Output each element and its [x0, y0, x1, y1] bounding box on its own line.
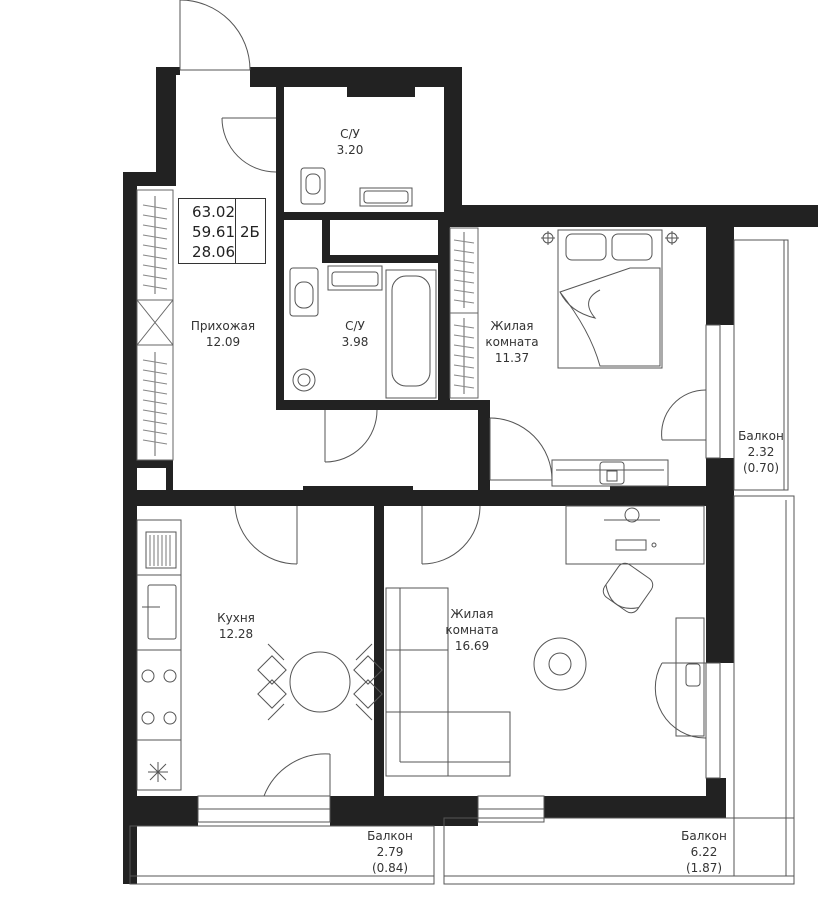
kitchen-furniture [136, 519, 383, 791]
apartment-type: 2Б [240, 223, 260, 241]
room-label-bathroom-small: С/У 3.20 [328, 126, 372, 158]
room-label-hallway: Прихожая 12.09 [188, 318, 258, 350]
total-area: 63.02 [192, 203, 235, 221]
room-name-2: комната [445, 623, 499, 637]
room-label-living: Жилая комната 16.69 [440, 606, 504, 654]
room-name-1: Жилая [490, 319, 534, 333]
room-name: Кухня [217, 611, 255, 625]
room-label-balcony-living: Балкон 6.22 (1.87) [674, 828, 734, 876]
room-name-2: комната [485, 335, 539, 349]
room-area: 12.09 [205, 335, 241, 349]
room-name: С/У [340, 127, 360, 141]
bathroom-fixtures [289, 167, 437, 399]
room-name: Балкон [367, 829, 413, 843]
room-label-kitchen: Кухня 12.28 [206, 610, 266, 642]
room-area: 2.79 [376, 845, 404, 859]
room-area: 3.98 [341, 335, 369, 349]
room-label-bedroom: Жилая комната 11.37 [480, 318, 544, 366]
hallway-wardrobe [136, 189, 174, 461]
bedroom-furniture [541, 229, 679, 487]
walls [123, 67, 818, 884]
living-area: 28.06 [192, 243, 235, 261]
area-without-balconies: 59.61 [192, 223, 235, 241]
room-label-balcony-right: Балкон 2.32 (0.70) [732, 428, 790, 476]
room-name: Прихожая [190, 319, 256, 333]
living-furniture [385, 505, 705, 777]
room-name: С/У [345, 319, 365, 333]
room-reduced-area: (0.84) [371, 861, 409, 875]
info-divider [235, 199, 236, 263]
room-label-bathroom-large: С/У 3.98 [333, 318, 377, 350]
room-reduced-area: (1.87) [685, 861, 723, 875]
room-area: 3.20 [336, 143, 364, 157]
room-label-balcony-kitchen: Балкон 2.79 (0.84) [360, 828, 420, 876]
thin-lines [129, 0, 795, 885]
room-area: 6.22 [690, 845, 718, 859]
room-name-1: Жилая [450, 607, 494, 621]
apartment-info-box: 63.02 59.61 28.06 2Б [178, 198, 266, 264]
bedroom-wardrobe [449, 227, 479, 399]
room-reduced-area: (0.70) [742, 461, 780, 475]
room-area: 11.37 [494, 351, 530, 365]
room-area: 12.28 [218, 627, 254, 641]
room-name: Балкон [738, 429, 784, 443]
room-area: 16.69 [454, 639, 490, 653]
room-name: Балкон [681, 829, 727, 843]
room-area: 2.32 [747, 445, 775, 459]
